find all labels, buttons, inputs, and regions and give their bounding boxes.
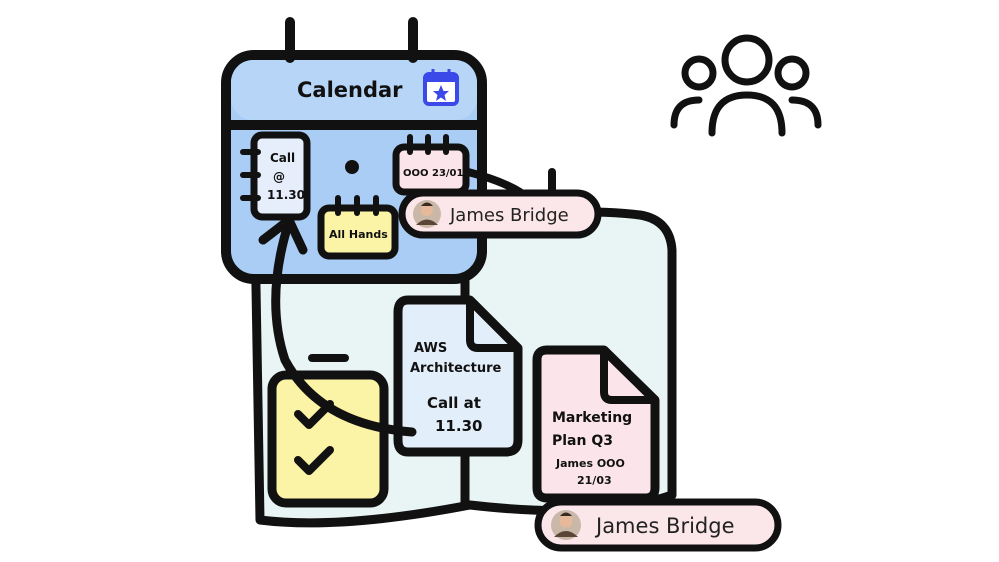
ooo-note: OOO 23/01	[392, 134, 470, 196]
user-tag-1-name: James Bridge	[449, 205, 569, 226]
marketing-doc-line3: James OOO	[555, 457, 625, 470]
aws-doc-line2: Architecture	[410, 361, 502, 376]
user-tag-2-name: James Bridge	[594, 514, 735, 538]
all-hands-note-text: All Hands	[329, 228, 388, 241]
arrow-connector	[258, 215, 417, 437]
aws-doc-line1: AWS	[414, 341, 447, 356]
marketing-doc-line4: 21/03	[577, 474, 612, 487]
checklist-card	[267, 354, 389, 508]
call-note-line1: Call	[270, 151, 295, 165]
user-tag-2[interactable]: James Bridge	[534, 498, 782, 552]
all-hands-note: All Hands	[317, 195, 399, 260]
call-note-line2: @	[273, 170, 285, 184]
aws-doc-line4: 11.30	[435, 417, 482, 435]
ooo-note-text: OOO 23/01	[403, 168, 464, 179]
calendar-title: Calendar	[297, 78, 403, 102]
call-note: Call @ 11.30	[240, 131, 311, 221]
marketing-doc-line2: Plan Q3	[552, 433, 613, 449]
marketing-document: Marketing Plan Q3 James OOO 21/03	[532, 345, 660, 503]
avatar-icon	[413, 200, 441, 228]
checklist-icon	[294, 400, 334, 475]
avatar-icon	[551, 510, 581, 540]
marketing-doc-line1: Marketing	[552, 410, 632, 426]
user-tag-1[interactable]: James Bridge	[398, 189, 602, 239]
call-note-line3: 11.30	[267, 188, 305, 202]
calendar-dot	[345, 160, 359, 174]
calendar-star-icon	[423, 69, 459, 106]
users-group-icon	[670, 34, 822, 137]
aws-doc-line3: Call at	[427, 394, 481, 412]
aws-document: AWS Architecture Call at 11.30	[393, 295, 523, 457]
